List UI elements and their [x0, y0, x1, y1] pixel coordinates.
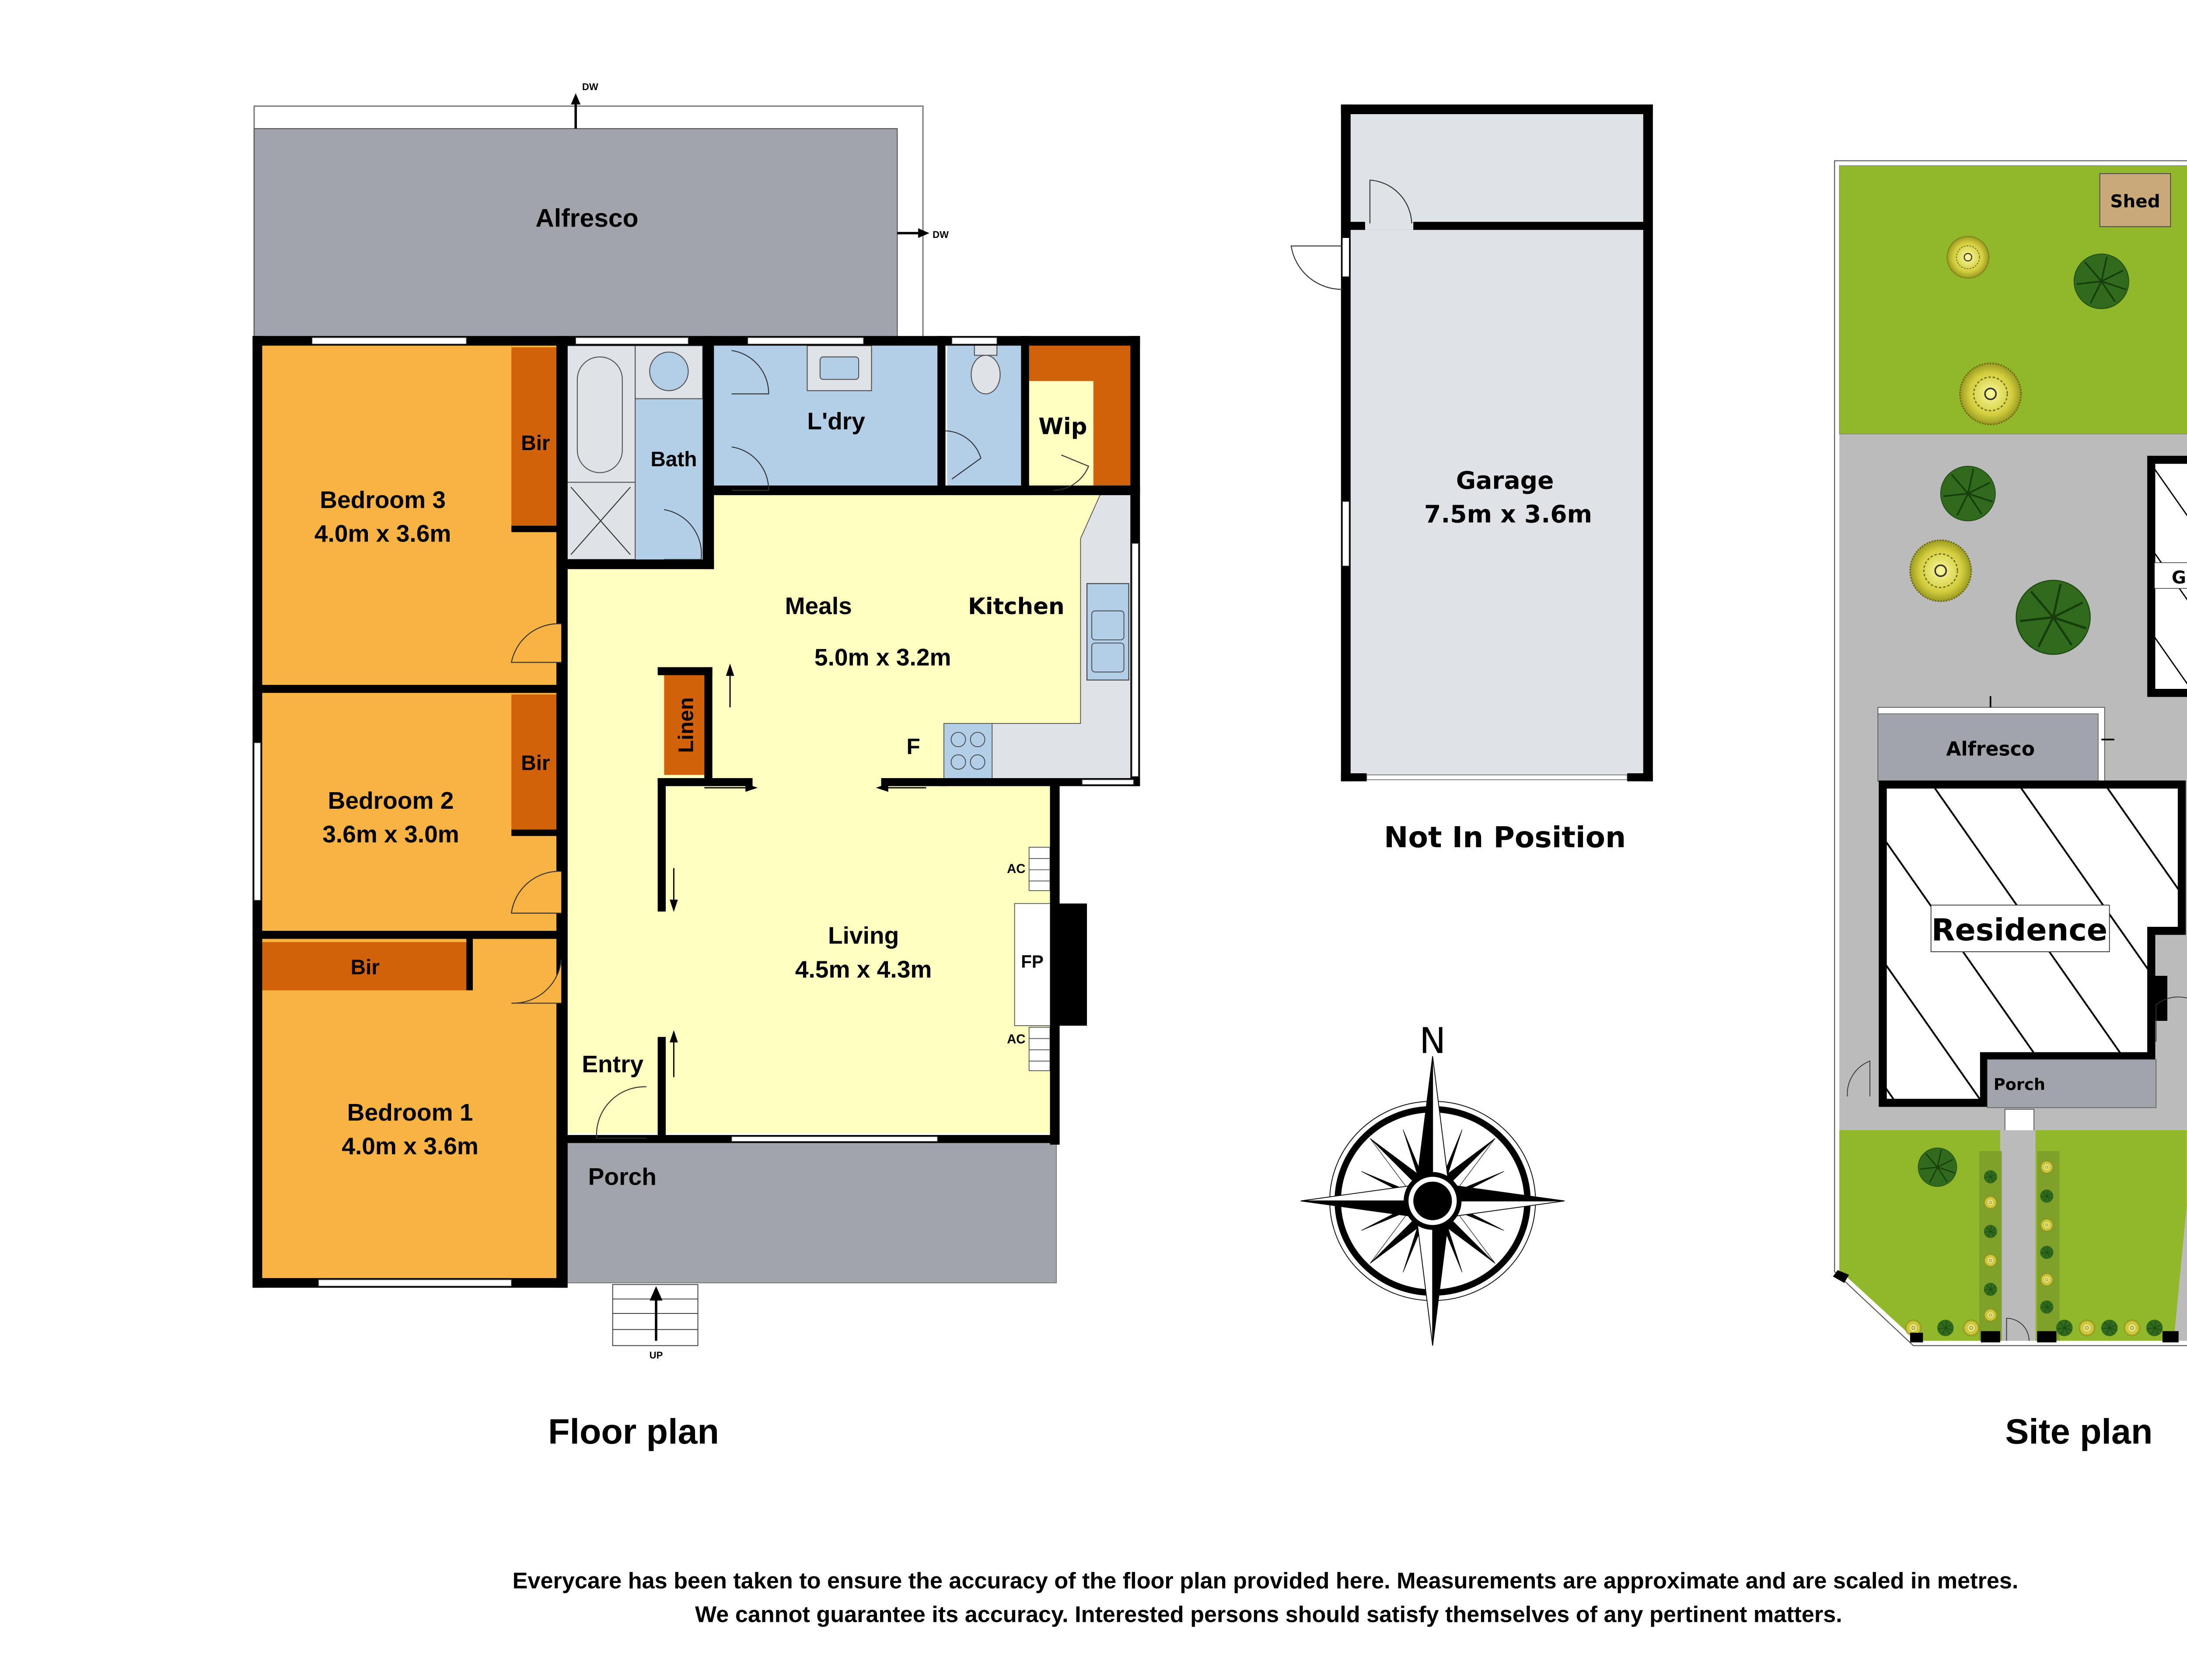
front-path [2000, 1130, 2036, 1341]
disclaimer-line-2: We cannot guarantee its accuracy. Intere… [695, 1602, 1842, 1628]
robe-bedroom1 [259, 942, 468, 991]
site-alfresco-label: Alfresco [1946, 738, 2035, 761]
living-dims: 4.5m x 4.3m [795, 956, 932, 983]
entry-label: Entry [582, 1051, 643, 1078]
flow-arrows [670, 664, 926, 1077]
ac-label-2: AC [1007, 1032, 1025, 1046]
north-label: N [1419, 1021, 1446, 1062]
fireplace-label: FP [1021, 952, 1044, 972]
doors [510, 350, 1090, 1139]
linen-cupboard [664, 675, 705, 775]
residence-label: Residence [1932, 912, 2107, 948]
dw-label-top: DW [582, 81, 598, 92]
shed [2099, 173, 2171, 227]
fireplace [1014, 903, 1054, 1026]
robe-bedroom2 [511, 694, 560, 833]
bedroom2-dims: 3.6m x 3.0m [322, 821, 459, 848]
cooktop [943, 723, 993, 780]
kitchen-sink [1086, 583, 1129, 681]
bir1-label: Bir [351, 956, 380, 979]
disclaimer-line-1: Everycare has been taken to ensure the a… [513, 1568, 2019, 1593]
garage-not-in-position-note: Not In Position [1384, 821, 1626, 854]
living-label: Living [828, 922, 899, 949]
garage-dims: 7.5m x 3.6m [1424, 501, 1592, 529]
site-plan-title: Site plan [2005, 1412, 2152, 1452]
stairs-up-label: UP [650, 1350, 663, 1361]
site-alfresco [1877, 713, 2099, 782]
meals-label: Meals [785, 592, 852, 619]
disclaimer: Everycare has been taken to ensure the a… [513, 1568, 2019, 1627]
dw-label-right: DW [933, 229, 949, 240]
room-alfresco [253, 128, 898, 342]
bedroom3-dims: 4.0m x 3.6m [314, 520, 451, 547]
porch-label: Porch [588, 1163, 657, 1190]
room-meals-kitchen [566, 492, 1102, 1134]
meals-dims: 5.0m x 3.2m [814, 644, 951, 671]
bir3-label: Bir [521, 432, 550, 455]
garage-label: Garage [1456, 467, 1554, 495]
site-porch [1987, 1059, 2157, 1108]
linen-label: Linen [675, 697, 698, 753]
room-bedroom1 [259, 937, 562, 1282]
windows [254, 337, 1139, 1287]
laundry-label: L'dry [807, 407, 865, 434]
bath-label: Bath [650, 448, 697, 471]
garage-plan: Garage 7.5m x 3.6m Not In Position [1290, 104, 1653, 854]
room-garage [1345, 230, 1648, 777]
bir2-label: Bir [521, 752, 550, 775]
room-porch [566, 1139, 1057, 1284]
fridge-label: F [906, 733, 920, 759]
bedroom1-dims: 4.0m x 3.6m [342, 1132, 479, 1160]
kitchen-label: Kitchen [968, 594, 1065, 620]
site-porch-label: Porch [1994, 1075, 2045, 1094]
wip-label: Wip [1038, 413, 1087, 440]
ac-label-1: AC [1007, 862, 1025, 876]
compass-rose: N [1300, 1021, 1565, 1346]
alfresco-label: Alfresco [535, 204, 638, 232]
room-bedroom2 [259, 691, 562, 933]
porch-stairs [612, 1284, 699, 1346]
ac-unit [1028, 847, 1051, 1071]
garage-store [1345, 109, 1648, 225]
bedroom1-label: Bedroom 1 [347, 1099, 473, 1126]
bedroom3-label: Bedroom 3 [320, 486, 446, 513]
room-bedroom3 [259, 342, 562, 687]
floor-plan-title: Floor plan [548, 1412, 719, 1452]
floor-plan: Alfresco Bedroom 3 4.0m x 3.6m Bedroom 2… [252, 81, 1140, 1452]
site-garage-label: Garage [2172, 567, 2187, 588]
shed-label: Shed [2110, 191, 2160, 212]
toilet [971, 355, 1001, 395]
bathtub [566, 345, 636, 483]
front-lawn-right [2051, 1130, 2187, 1341]
site-plan: Shed Garage Alfresco Residence Porch UP [1833, 160, 2187, 1452]
bedroom2-label: Bedroom 2 [328, 787, 454, 814]
robe-bedroom3 [511, 347, 560, 531]
